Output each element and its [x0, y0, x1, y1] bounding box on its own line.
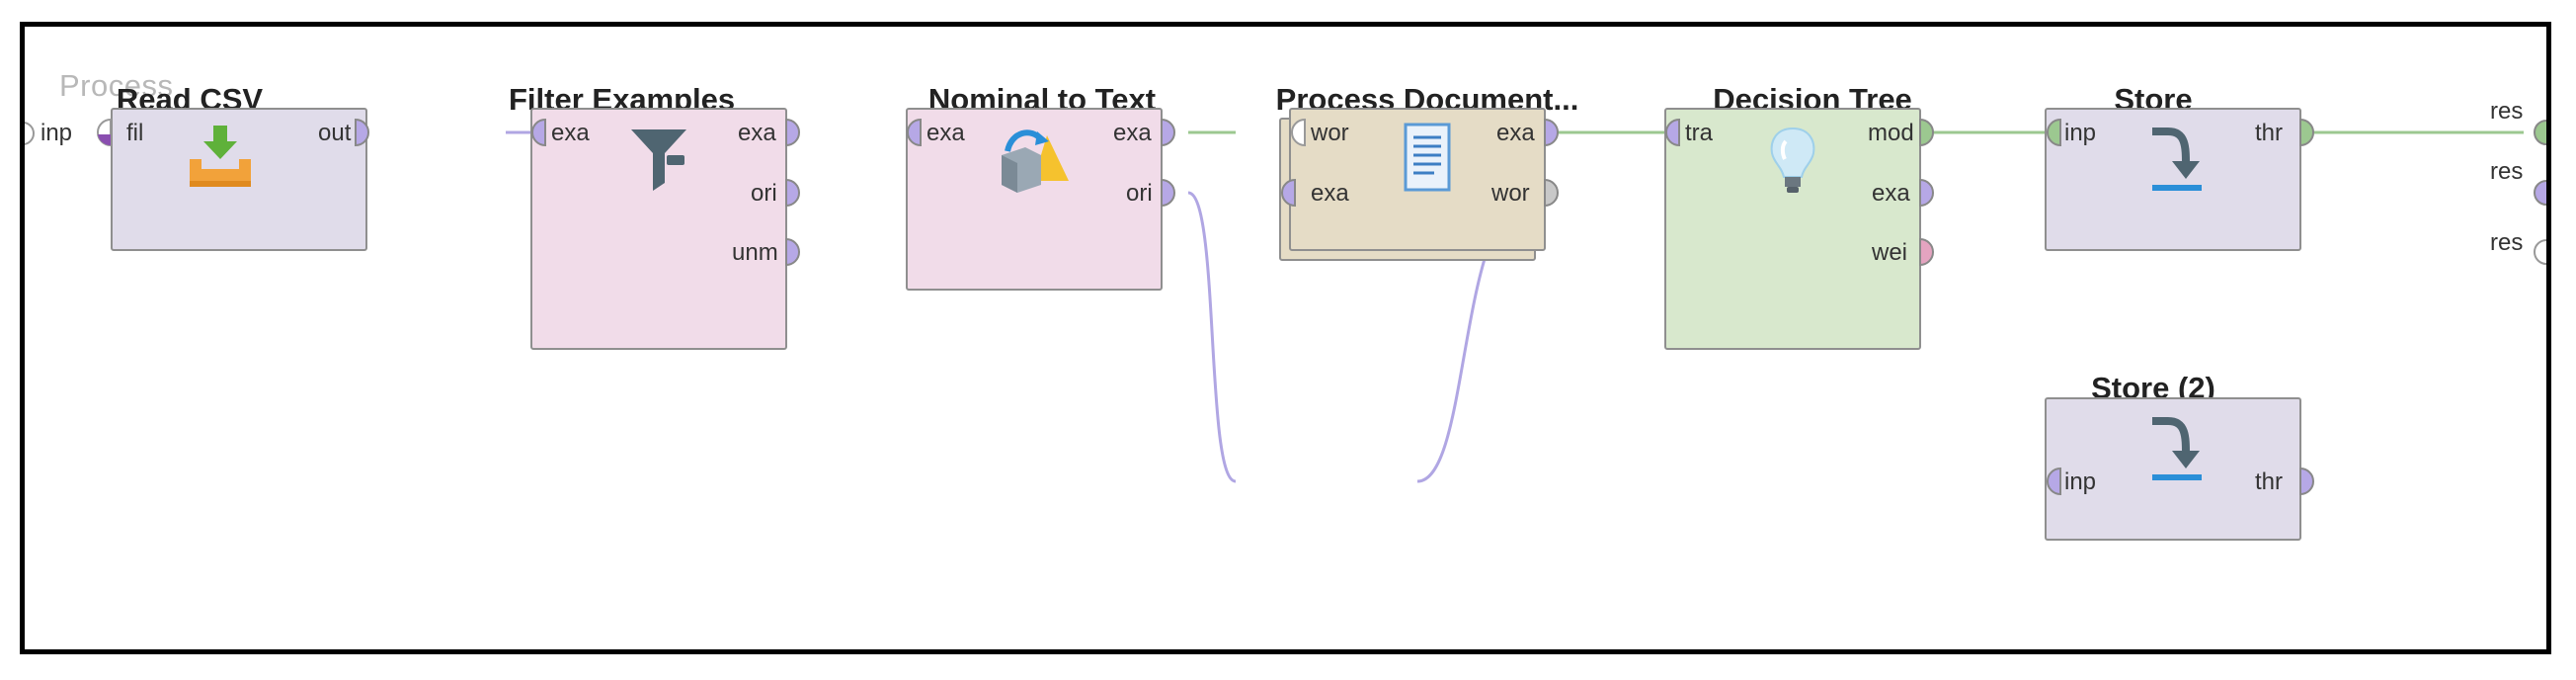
port-label-exa-in: exa: [1311, 180, 1349, 207]
port-label-exa-out: exa: [1113, 120, 1152, 146]
port-out-exa[interactable]: [784, 116, 806, 149]
port-label-tra: tra: [1685, 120, 1714, 146]
port-out-exa[interactable]: [1160, 116, 1181, 149]
port-label-out: out: [318, 120, 352, 146]
process-input-port[interactable]: [25, 122, 35, 145]
document-icon: [1404, 123, 1451, 192]
port-in-exa[interactable]: [902, 116, 924, 149]
port-label-wei: wei: [1872, 239, 1908, 266]
result-port-2[interactable]: [2534, 180, 2546, 206]
port-label-unm: unm: [732, 239, 778, 266]
port-label-exa: exa: [1872, 180, 1910, 207]
operator-body[interactable]: [2045, 108, 2301, 251]
port-in-wor[interactable]: [1286, 116, 1308, 149]
operator-body[interactable]: [906, 108, 1163, 291]
port-in-tra[interactable]: [1660, 116, 1682, 149]
port-label-thr: thr: [2255, 468, 2284, 495]
store-arrow-icon: [2152, 128, 2202, 191]
port-label-ori: ori: [1126, 180, 1153, 207]
download-tray-icon: [190, 126, 251, 187]
port-in-exa[interactable]: [526, 116, 548, 149]
port-in-inp[interactable]: [2042, 116, 2063, 149]
port-out-out[interactable]: [354, 116, 383, 149]
result-port-label-1: res: [2490, 98, 2524, 125]
port-label-wor-in: wor: [1311, 120, 1349, 146]
port-label-wor-out: wor: [1491, 180, 1530, 207]
port-in-fil[interactable]: [92, 116, 121, 149]
process-panel: Process inp res res res Read CSV: [20, 22, 2551, 654]
port-out-thr[interactable]: [2298, 116, 2320, 149]
result-port-1[interactable]: [2534, 120, 2546, 145]
port-out-mod[interactable]: [1918, 116, 1940, 149]
process-canvas[interactable]: Process inp res res res Read CSV: [25, 27, 2546, 649]
port-label-mod: mod: [1868, 120, 1914, 146]
result-port-3[interactable]: [2534, 239, 2546, 265]
port-label-exa-in: exa: [926, 120, 965, 146]
port-in-inp[interactable]: [2042, 465, 2063, 498]
port-in-exa[interactable]: [1276, 176, 1298, 210]
port-label-exa-out: exa: [1496, 120, 1535, 146]
port-out-ori[interactable]: [1160, 176, 1181, 210]
port-label-fil: fil: [126, 120, 144, 146]
process-input-port-label: inp: [40, 120, 73, 146]
port-label-inp: inp: [2064, 468, 2097, 495]
port-out-exa[interactable]: [1543, 116, 1565, 149]
port-label-exa-out: exa: [738, 120, 776, 146]
port-label-inp: inp: [2064, 120, 2097, 146]
result-port-label-3: res: [2490, 229, 2524, 256]
port-out-wei[interactable]: [1918, 235, 1940, 269]
shapes-transform-icon: [1002, 129, 1069, 193]
panel-title: Process: [59, 68, 174, 103]
port-label-ori: ori: [751, 180, 777, 207]
port-out-ori[interactable]: [784, 176, 806, 210]
store-arrow-icon: [2152, 417, 2202, 480]
port-label-thr: thr: [2255, 120, 2284, 146]
port-out-thr[interactable]: [2298, 465, 2320, 498]
lightbulb-icon: [1770, 127, 1815, 193]
port-out-exa[interactable]: [1918, 176, 1940, 210]
port-label-exa-in: exa: [551, 120, 590, 146]
port-out-wor[interactable]: [1543, 176, 1565, 210]
wire-tree-exa-to-store2[interactable]: [1187, 191, 1237, 483]
funnel-icon: [631, 129, 686, 191]
result-port-label-2: res: [2490, 158, 2524, 185]
port-out-unm[interactable]: [784, 235, 806, 269]
